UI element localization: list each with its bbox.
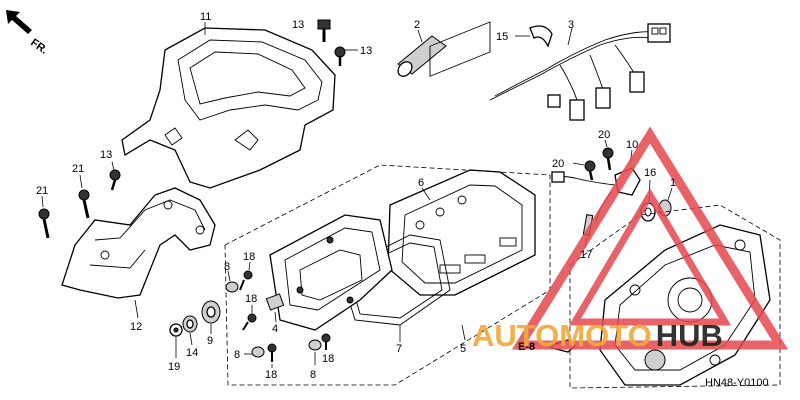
automotohub-logo-icon xyxy=(511,126,789,350)
callout-3: 3 xyxy=(568,19,574,31)
grommet-part-8-b xyxy=(251,346,265,358)
callout-11: 11 xyxy=(200,11,211,23)
callout-18-b: 18 xyxy=(245,293,257,305)
screw-part-18-a xyxy=(239,270,253,291)
bolt-part-21-lower xyxy=(38,208,50,239)
callout-4: 4 xyxy=(272,323,278,335)
bolt-part-20-upper xyxy=(602,147,614,171)
callout-8-c: 8 xyxy=(310,369,316,381)
screw-part-13-top xyxy=(317,19,331,42)
callout-13-mid: 13 xyxy=(360,45,372,57)
callout-8-a: 8 xyxy=(224,261,230,273)
callout-10: 10 xyxy=(626,139,638,151)
bulb-socket-part-4 xyxy=(265,293,285,311)
callout-18-c: 18 xyxy=(265,369,277,381)
meter-bracket-part-12 xyxy=(61,187,216,299)
rubber-tube-part-2 xyxy=(397,35,447,77)
meter-visor-part-11 xyxy=(121,27,336,189)
callout-12: 12 xyxy=(130,321,142,333)
callout-6: 6 xyxy=(418,177,424,189)
callout-20-lower: 20 xyxy=(552,158,564,170)
washer-part-19 xyxy=(169,323,183,337)
watermark-word-black: HUB xyxy=(656,318,723,353)
figure-code: HN48-Y0100 xyxy=(705,377,769,389)
screw-part-13-mid xyxy=(334,46,346,66)
callout-8-b: 8 xyxy=(234,349,240,361)
callout-13-left: 13 xyxy=(100,149,112,161)
screw-part-18-c xyxy=(267,343,277,362)
screw-part-18-d xyxy=(321,333,331,350)
callout-21-lower: 21 xyxy=(36,185,48,197)
callout-5: 5 xyxy=(460,343,466,355)
seal-part-9 xyxy=(201,300,221,324)
callout-21-upper: 21 xyxy=(72,163,84,175)
callout-14: 14 xyxy=(186,347,198,359)
screw-part-13-left xyxy=(109,169,121,191)
callout-19: 19 xyxy=(168,361,180,373)
callout-18-d: 18 xyxy=(322,353,334,365)
callout-15: 15 xyxy=(496,31,508,43)
callout-7: 7 xyxy=(396,343,402,355)
gasket-part-7 xyxy=(339,234,451,326)
screw-part-18-b xyxy=(242,313,257,331)
bolt-part-20-lower xyxy=(584,160,596,181)
callout-16: 16 xyxy=(644,167,656,179)
section-ref-label: E-8 xyxy=(518,341,535,353)
meter-case-part-6 xyxy=(387,21,536,296)
bolt-part-21-upper xyxy=(78,189,90,219)
direction-label: FR. xyxy=(28,37,49,57)
callout-1: 1 xyxy=(670,177,676,189)
clamp-part-15 xyxy=(529,25,553,48)
wire-harness-part-3 xyxy=(489,23,671,121)
callout-18-a: 18 xyxy=(243,251,255,263)
callout-17: 17 xyxy=(580,249,592,261)
collar-part-14 xyxy=(182,315,198,333)
callout-9: 9 xyxy=(207,335,213,347)
grommet-part-8-c xyxy=(308,339,322,351)
watermark-word-red: AUTOMOTO xyxy=(472,318,652,353)
callout-20-upper: 20 xyxy=(598,129,610,141)
grommet-part-8-a xyxy=(225,281,239,293)
front-direction-arrow-icon xyxy=(6,10,32,34)
meter-unit-part-5 xyxy=(269,214,393,331)
callout-2: 2 xyxy=(414,19,420,31)
callout-13-top: 13 xyxy=(292,19,304,31)
